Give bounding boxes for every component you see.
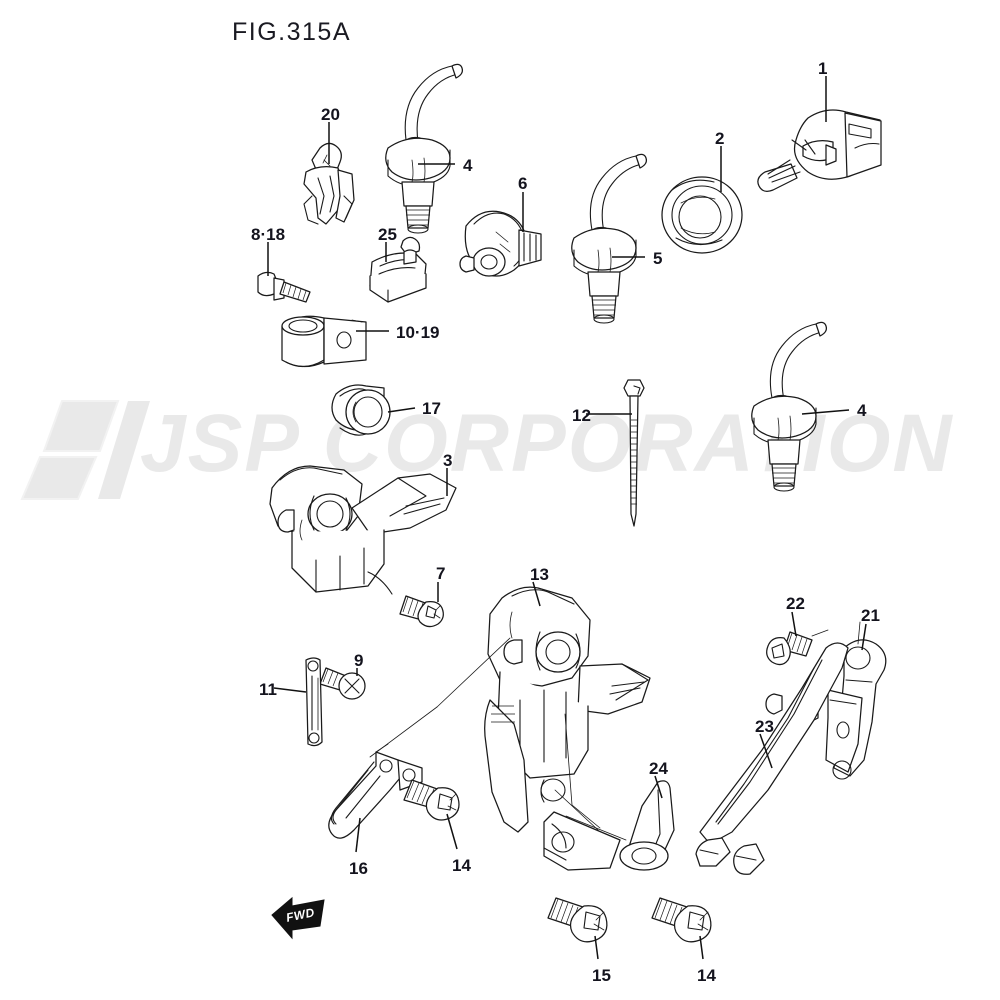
callout-3[interactable]: 3 bbox=[443, 451, 453, 470]
callout-23[interactable]: 23 bbox=[755, 717, 774, 736]
callout-16[interactable]: 16 bbox=[349, 859, 368, 878]
part-11-plate-bracket bbox=[305, 657, 323, 747]
callout-12[interactable]: 12 bbox=[572, 406, 591, 425]
leader-lines bbox=[267, 76, 867, 960]
part-5-switch-rear-brake bbox=[571, 153, 647, 324]
part-21-lever-brake bbox=[799, 621, 887, 780]
fwd-arrow-icon bbox=[271, 896, 325, 940]
part-14-bolt-flange-left bbox=[403, 779, 460, 821]
page-title: FIG.315A bbox=[232, 18, 351, 46]
part-4-switch-rear-brake-upper bbox=[385, 63, 463, 234]
callout-6[interactable]: 6 bbox=[518, 174, 528, 193]
part-20-clamp-harness bbox=[303, 142, 355, 225]
part-6-switch-clutch bbox=[459, 210, 542, 277]
part-12-cable-tie bbox=[623, 379, 645, 527]
callout-9[interactable]: 9 bbox=[354, 651, 364, 670]
callout-21[interactable]: 21 bbox=[861, 606, 880, 625]
callout-4-upper[interactable]: 4 bbox=[463, 156, 473, 175]
callout-1[interactable]: 1 bbox=[818, 59, 828, 78]
callout-4-lower[interactable]: 4 bbox=[857, 401, 867, 420]
part-22-bolt-pivot bbox=[766, 629, 829, 666]
part-7-bolt bbox=[399, 595, 444, 628]
callout-20[interactable]: 20 bbox=[321, 105, 340, 124]
part-1-switch-front-brake bbox=[757, 109, 882, 192]
part-4-switch-rear-brake-lower bbox=[751, 321, 827, 492]
part-17-grommet bbox=[331, 384, 391, 436]
part-13-holder-clutch-lever bbox=[369, 586, 651, 853]
callout-2[interactable]: 2 bbox=[715, 129, 725, 148]
part-23-lever-clutch bbox=[695, 642, 849, 875]
callout-5[interactable]: 5 bbox=[653, 249, 663, 268]
part-24-bracket-mirror bbox=[543, 780, 675, 871]
part-3-lever-holder-assy bbox=[269, 465, 457, 595]
callout-11[interactable]: 11 bbox=[259, 680, 277, 699]
part-25-clamp-cord bbox=[369, 236, 427, 303]
part-9-screw bbox=[319, 667, 366, 700]
part-10-19-clamp-bracket bbox=[281, 315, 367, 368]
part-2-ring-nut bbox=[661, 176, 743, 254]
callout-25[interactable]: 25 bbox=[378, 225, 397, 244]
callout-15[interactable]: 15 bbox=[592, 966, 611, 985]
callout-24[interactable]: 24 bbox=[649, 759, 668, 778]
callout-14-left[interactable]: 14 bbox=[452, 856, 471, 875]
part-14-bolt-flange-right bbox=[651, 897, 712, 943]
callout-22[interactable]: 22 bbox=[786, 594, 805, 613]
callout-13[interactable]: 13 bbox=[530, 565, 549, 584]
part-8-18-bolt-washer bbox=[257, 271, 311, 303]
callout-8-18[interactable]: 8·18 bbox=[251, 225, 286, 244]
part-15-bolt-flange-center bbox=[547, 897, 608, 943]
callout-14-right[interactable]: 14 bbox=[697, 966, 716, 985]
callout-7[interactable]: 7 bbox=[436, 564, 446, 583]
callout-17[interactable]: 17 bbox=[422, 399, 441, 418]
callout-10-19[interactable]: 10·19 bbox=[396, 323, 440, 342]
